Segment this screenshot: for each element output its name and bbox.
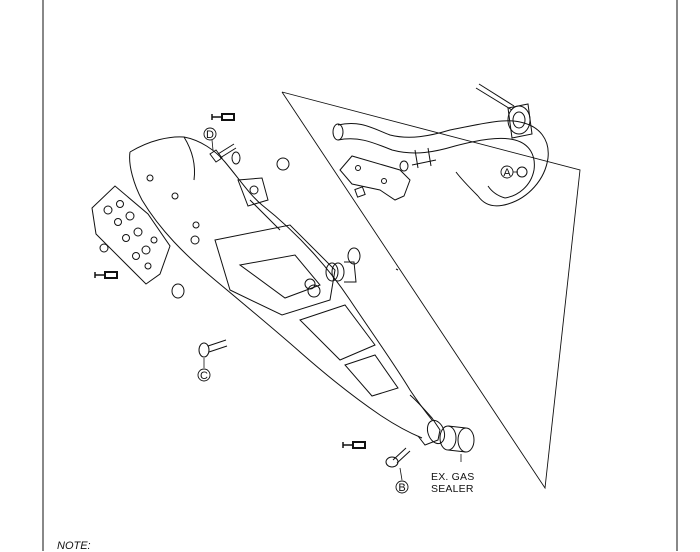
subassembly-boundary [281,91,581,490]
note-heading: NOTE: [57,540,91,552]
callout-b: B [395,480,409,494]
heat-guard-plate [91,185,171,285]
ex-gas-sealer-line2: SEALER [431,483,474,495]
washers [171,151,361,299]
muffler-body [129,136,446,446]
indicator-dash [395,268,399,271]
callout-d: D [203,127,217,141]
callout-c: C [197,368,211,382]
svg-text:D: D [206,129,214,141]
svg-text:C: C [200,370,208,382]
torque-wrench-icon [211,113,235,121]
exhaust-gas-sealer [439,425,475,453]
svg-text:B: B [398,482,405,494]
bolts [99,143,411,468]
svg-text:A: A [503,167,511,179]
heat-shield-bracket [339,155,411,201]
ex-gas-sealer-label: EX. GAS SEALER [431,471,474,495]
callout-a: A [500,165,514,179]
ex-gas-sealer-line1: EX. GAS [431,471,475,483]
header-pipe [332,83,549,207]
torque-wrench-icon [94,271,118,279]
torque-wrench-icon [342,441,366,449]
